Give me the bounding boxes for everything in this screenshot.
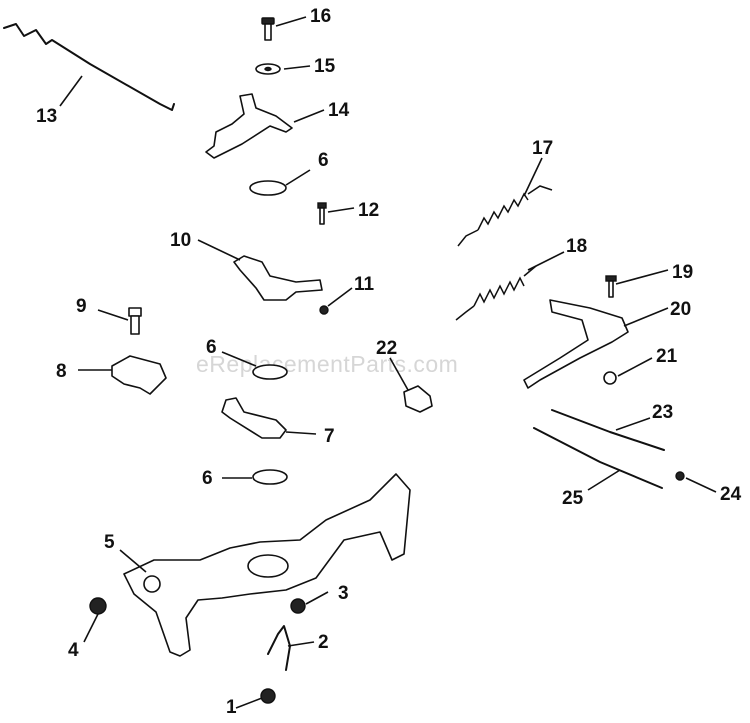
callout-23: 23 <box>652 402 673 423</box>
callout-16: 16 <box>310 6 331 27</box>
part-3-nut <box>290 598 306 614</box>
part-5-pivot <box>247 554 289 578</box>
callouts: 1 2 3 4 5 6 6 6 7 8 9 10 11 12 13 14 15 … <box>36 6 742 718</box>
callout-22: 22 <box>376 338 397 359</box>
callout-12: 12 <box>358 200 379 221</box>
callout-6-top: 6 <box>318 150 329 171</box>
part-14-lever <box>205 93 293 159</box>
callout-6-bottom: 6 <box>202 468 213 489</box>
callout-2: 2 <box>318 632 329 653</box>
callout-21: 21 <box>656 346 678 367</box>
callout-25: 25 <box>562 488 584 509</box>
part-21-nut <box>603 371 617 385</box>
callout-10: 10 <box>170 230 191 251</box>
part-4-nut <box>89 597 107 615</box>
part-10-lever <box>233 255 323 301</box>
callout-14: 14 <box>328 100 350 121</box>
part-12-screw <box>317 202 327 225</box>
part-16-bolt <box>261 17 275 41</box>
part-20-lever <box>523 299 629 389</box>
callout-17: 17 <box>532 138 553 159</box>
part-23-link <box>551 409 665 451</box>
callout-18: 18 <box>566 236 587 257</box>
callout-1: 1 <box>226 697 237 718</box>
callout-15: 15 <box>314 56 336 77</box>
part-25-link <box>533 427 663 489</box>
part-9-bolt <box>128 307 142 335</box>
part-8-clamp <box>111 355 167 395</box>
callout-11: 11 <box>354 274 375 295</box>
watermark: eReplacementParts.com <box>196 351 458 377</box>
part-2-spring <box>267 625 291 671</box>
leader-lines <box>59 16 717 709</box>
part-5-hole <box>143 575 161 593</box>
part-18-spring <box>455 265 537 321</box>
part-6-washer-bottom <box>252 469 288 485</box>
part-24-clip <box>675 471 685 481</box>
part-1-nut <box>260 688 276 704</box>
callout-8: 8 <box>56 361 67 382</box>
part-11-nut <box>319 305 329 315</box>
part-17-spring <box>457 185 553 247</box>
callout-13: 13 <box>36 106 57 127</box>
part-6-washer-mid <box>252 364 288 380</box>
callout-9: 9 <box>76 296 87 317</box>
part-15-washer <box>255 63 281 75</box>
callout-3: 3 <box>338 583 349 604</box>
callout-7: 7 <box>324 426 335 447</box>
part-13-rod <box>3 23 175 111</box>
part-19-screw <box>605 275 617 298</box>
part-22-clip <box>403 385 433 413</box>
callout-5: 5 <box>104 532 115 553</box>
callout-4: 4 <box>68 640 79 661</box>
callout-6-mid: 6 <box>206 337 217 358</box>
part-6-washer-top <box>249 180 287 196</box>
part-7-plate <box>221 397 287 439</box>
callout-20: 20 <box>670 299 691 320</box>
callout-19: 19 <box>672 262 693 283</box>
callout-24: 24 <box>720 484 742 505</box>
